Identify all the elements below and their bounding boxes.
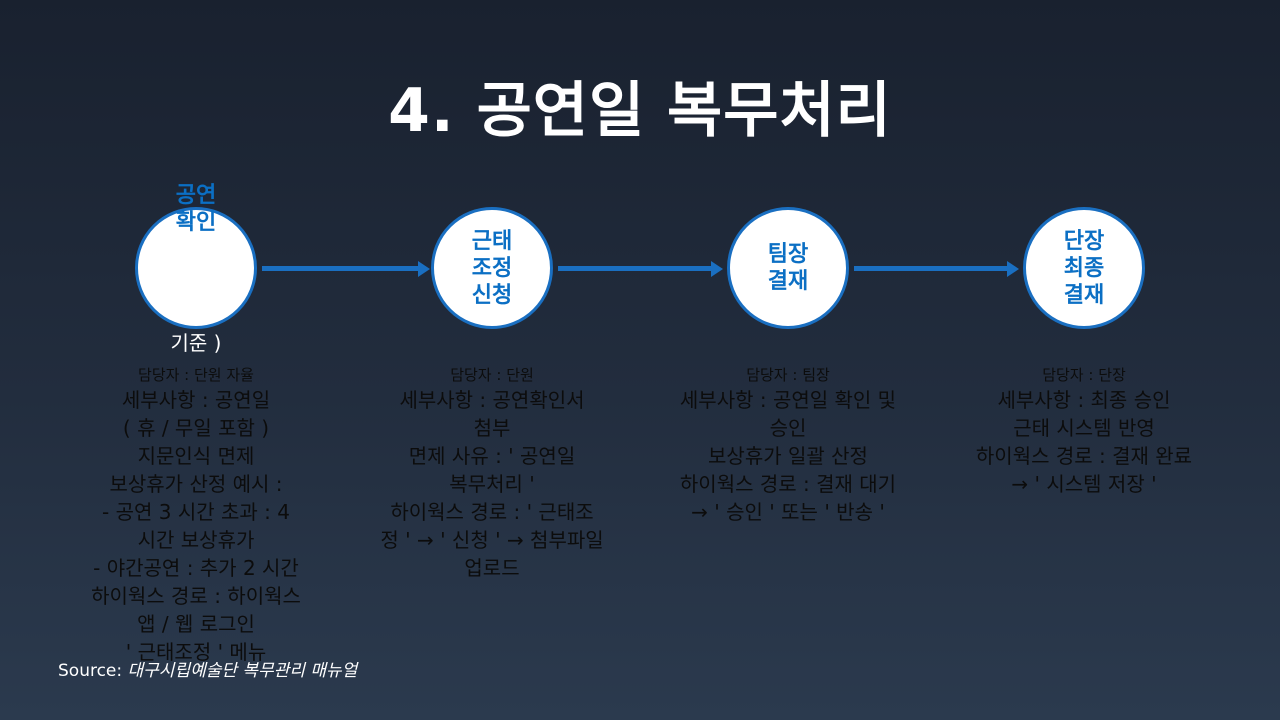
- step-node-2: [431, 207, 553, 329]
- detail-line: ( 휴 / 무일 포함 ): [122, 416, 270, 440]
- detail-line: 보상휴가 일괄 산정: [708, 444, 868, 468]
- detail-line: 지문인식 면제: [137, 444, 255, 468]
- step-label-1-overflow: 기준 ): [170, 331, 222, 355]
- detail-line: ' 근태조정 ' 메뉴: [125, 640, 267, 664]
- detail-line: 세부사항 : 공연확인서: [399, 388, 585, 412]
- step-node-1: [135, 207, 257, 329]
- connector-arrow-1: [262, 260, 430, 277]
- step-label-2: 근태 조정 신청: [471, 229, 513, 308]
- detail-line: 세부사항 : 최종 승인: [997, 388, 1171, 412]
- detail-line: 보상휴가 산정 예시 :: [109, 472, 283, 496]
- arrow-head: [711, 260, 723, 277]
- detail-line: 앱 / 웹 로그인: [137, 612, 255, 636]
- detail-line: 복무처리 ': [449, 472, 535, 496]
- connector-arrow-3: [854, 260, 1019, 277]
- step-node-4: [1023, 207, 1145, 329]
- step-info-2: 담당자 : 단원 세부사항 : 공연확인서 첨부 면제 사유 : ' 공연일 복…: [357, 364, 627, 582]
- detail-line: 업로드: [464, 556, 520, 580]
- page-title: 4. 공연일 복무처리: [388, 76, 892, 146]
- detail-line: 첨부: [473, 416, 511, 440]
- source-text: 대구시립예술단 복무관리 매뉴얼: [127, 661, 358, 681]
- step-info-4: 담당자 : 단장 세부사항 : 최종 승인 근태 시스템 반영 하이웍스 경로 …: [949, 364, 1219, 498]
- step-label-3: 팀장 결재: [767, 242, 809, 294]
- step-node-3: [727, 207, 849, 329]
- source-note: Source: 대구시립예술단 복무관리 매뉴얼: [58, 656, 357, 681]
- step-info-3: 담당자 : 팀장 세부사항 : 공연일 확인 및 승인 보상휴가 일괄 산정 하…: [653, 364, 923, 526]
- detail-line: 근태 시스템 반영: [1013, 416, 1155, 440]
- step-label-1: 공연 확인: [175, 183, 217, 235]
- step-owner-4: 담당자 : 단장: [1042, 366, 1126, 384]
- step-label-4: 단장 최종 결재: [1063, 229, 1105, 308]
- detail-line: 승인: [769, 416, 807, 440]
- connector-arrow-2: [558, 260, 723, 277]
- step-owner-2: 담당자 : 단원: [450, 366, 534, 384]
- detail-line: 하이웍스 경로 : 하이웍스: [91, 584, 301, 608]
- detail-line: - 야간공연 : 추가 2 시간: [93, 556, 299, 580]
- detail-line: → ' 승인 ' 또는 ' 반송 ': [691, 500, 885, 524]
- detail-line: 세부사항 : 공연일: [121, 388, 271, 412]
- step-details-1: 세부사항 : 공연일 ( 휴 / 무일 포함 ) 지문인식 면제 보상휴가 산정…: [61, 386, 331, 676]
- detail-line: 하이웍스 경로 : 결재 대기: [679, 472, 897, 496]
- detail-line: 면제 사유 : ' 공연일: [408, 444, 576, 468]
- detail-line: 하이웍스 경로 : ' 근태조: [390, 500, 594, 524]
- detail-line: 세부사항 : 공연일 확인 및: [679, 388, 897, 412]
- step-info-1: 담당자 : 단원 자율 세부사항 : 공연일 ( 휴 / 무일 포함 ) 지문인…: [61, 364, 331, 676]
- arrow-head: [418, 260, 430, 277]
- detail-line: 시간 보상휴가: [137, 528, 255, 552]
- step-owner-3: 담당자 : 팀장: [746, 366, 830, 384]
- detail-line: 정 ' → ' 신청 ' → 첨부파일: [380, 528, 604, 552]
- detail-line: → ' 시스템 저장 ': [1011, 472, 1157, 496]
- detail-line: 하이웍스 경로 : 결재 완료: [975, 444, 1193, 468]
- arrow-head: [1007, 260, 1019, 277]
- detail-line: - 공연 3 시간 초과 : 4: [102, 500, 290, 524]
- step-owner-1: 담당자 : 단원 자율: [138, 366, 254, 384]
- source-prefix: Source:: [58, 661, 128, 681]
